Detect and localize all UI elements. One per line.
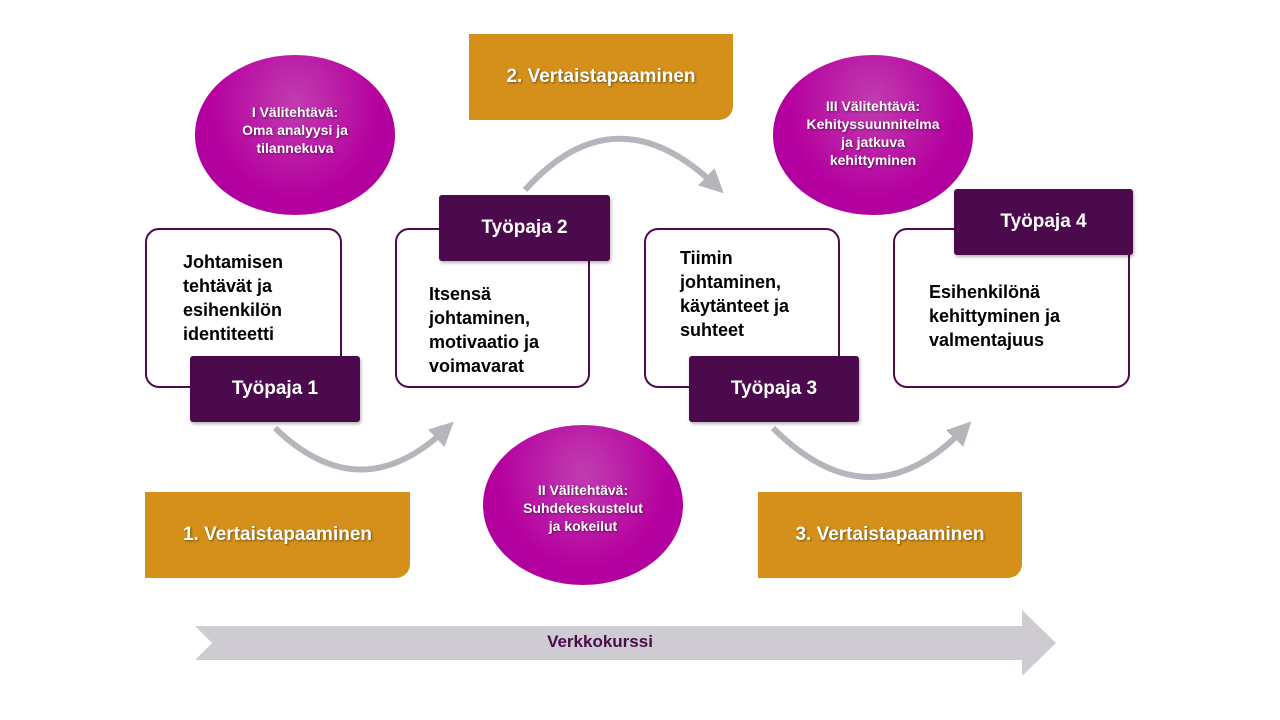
peer-meeting-1: 1. Vertaistapaaminen (145, 492, 410, 578)
workshop-card-2: Itsensä johtaminen, motivaatio ja voimav… (395, 228, 590, 388)
workshop-topic-2: Itsensä johtaminen, motivaatio ja voimav… (429, 284, 540, 376)
workshop-label-1: Työpaja 1 (190, 356, 360, 422)
assignment-3: III Välitehtävä: Kehityssuunnitelma ja j… (773, 55, 973, 215)
workshop-label-2: Työpaja 2 (439, 195, 610, 261)
workshop-label-4: Työpaja 4 (954, 189, 1133, 255)
peer-meeting-2: 2. Vertaistapaaminen (469, 34, 733, 120)
online-course-arrow (195, 610, 1056, 676)
assignment-1: I Välitehtävä: Oma analyysi ja tilanneku… (195, 55, 395, 215)
assignment-2: II Välitehtävä: Suhdekeskustelut ja koke… (483, 425, 683, 585)
peer-meeting-3: 3. Vertaistapaaminen (758, 492, 1022, 578)
workshop-label-3: Työpaja 3 (689, 356, 859, 422)
online-course-label: Verkkokurssi (547, 632, 653, 651)
workshop-topic-1: Johtamisen tehtävät ja esihenkilön ident… (183, 252, 284, 344)
workshop-topic-3: Tiimin johtaminen, käytänteet ja suhteet (680, 248, 790, 340)
arc-arrow-3 (770, 421, 972, 480)
workshop-topic-4: Esihenkilönä kehittyminen ja valmentajuu… (929, 282, 1061, 350)
arc-arrow-2 (522, 135, 724, 194)
arc-arrow-1 (272, 421, 454, 473)
